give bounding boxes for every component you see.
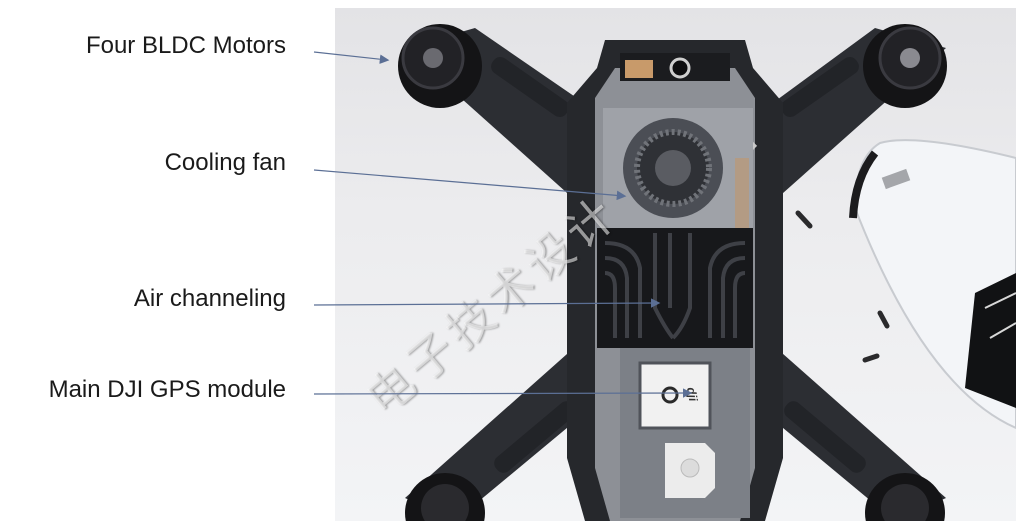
drone-illustration: dji (398, 24, 1016, 521)
motors (398, 24, 947, 521)
label-air-channeling: Air channeling (133, 285, 286, 312)
gps-board: dji (620, 348, 750, 518)
cooling-fan-graphic (603, 108, 753, 228)
camera-sensor (669, 57, 691, 79)
label-cooling-fan: Cooling fan (164, 149, 286, 176)
air-channeling-fins (597, 228, 753, 348)
label-four-bldc-motors: Four BLDC Motors (85, 32, 286, 59)
label-main-dji-gps-module: Main DJI GPS module (48, 376, 286, 403)
copper-shield (625, 60, 653, 78)
drone-photo: dji 电子技术设计 (335, 8, 1016, 521)
removed-cover (849, 139, 1016, 430)
